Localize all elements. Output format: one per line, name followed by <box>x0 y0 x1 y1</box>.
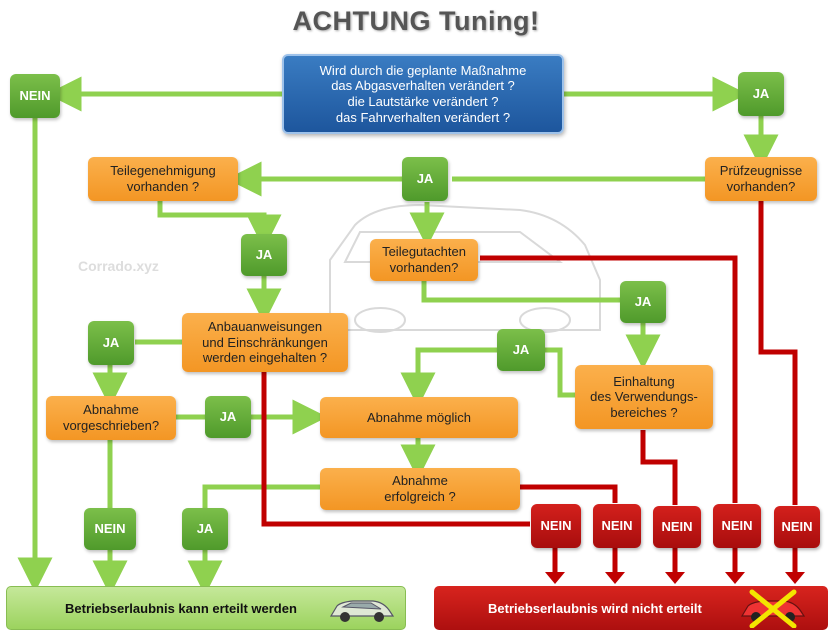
car-sketch <box>329 203 601 333</box>
abnahme-vorgeschrieben-question: Abnahme vorgeschrieben? <box>46 396 176 440</box>
ja-abnahme-erfolgreich-box: JA <box>182 508 228 550</box>
ja-center-box: JA <box>402 157 448 201</box>
teilegutachten-question: Teilegutachten vorhanden? <box>370 239 478 281</box>
ja-teilegutachten-box: JA <box>620 281 666 323</box>
nein-box-4: NEIN <box>713 504 761 548</box>
nein-box-5: NEIN <box>774 506 820 548</box>
nein-box-1: NEIN <box>531 504 581 548</box>
car-icon <box>329 600 395 622</box>
watermark: Corrado.xyz <box>78 258 159 274</box>
nein-top-box: NEIN <box>10 74 60 118</box>
ja-top-box: JA <box>738 72 784 116</box>
anbauanweisungen-question: Anbauanweisungen und Einschränkungen wer… <box>182 313 348 372</box>
pruefzeugnisse-question: Prüfzeugnisse vorhanden? <box>705 157 817 201</box>
result-positive-bar: Betriebserlaubnis kann erteilt werden <box>6 586 406 630</box>
result-negative-bar: Betriebserlaubnis wird nicht erteilt <box>434 586 828 630</box>
ja-anbau-box: JA <box>88 321 134 365</box>
teilegenehmigung-question: Teilegenehmigung vorhanden ? <box>88 157 238 201</box>
abnahme-moeglich-box: Abnahme möglich <box>320 397 518 438</box>
crossed-car-icon <box>740 589 806 628</box>
einhaltung-question: Einhaltung des Verwendungs- bereiches ? <box>575 365 713 429</box>
ja-abnahme-vorgeschrieben-box: JA <box>205 396 251 438</box>
nein-box-3: NEIN <box>653 506 701 548</box>
ja-teilegenehmigung-box: JA <box>241 234 287 276</box>
result-positive-label: Betriebserlaubnis kann erteilt werden <box>65 600 297 616</box>
nein-box-2: NEIN <box>593 504 641 548</box>
main-question: Wird durch die geplante Maßnahme das Abg… <box>282 54 564 134</box>
abnahme-erfolgreich-question: Abnahme erfolgreich ? <box>320 468 520 510</box>
result-negative-label: Betriebserlaubnis wird nicht erteilt <box>488 600 702 616</box>
page-title: ACHTUNG Tuning! <box>292 6 540 36</box>
ja-verwendung-box: JA <box>497 329 545 371</box>
nein-abnahme-vorgeschrieben-box: NEIN <box>84 508 136 550</box>
